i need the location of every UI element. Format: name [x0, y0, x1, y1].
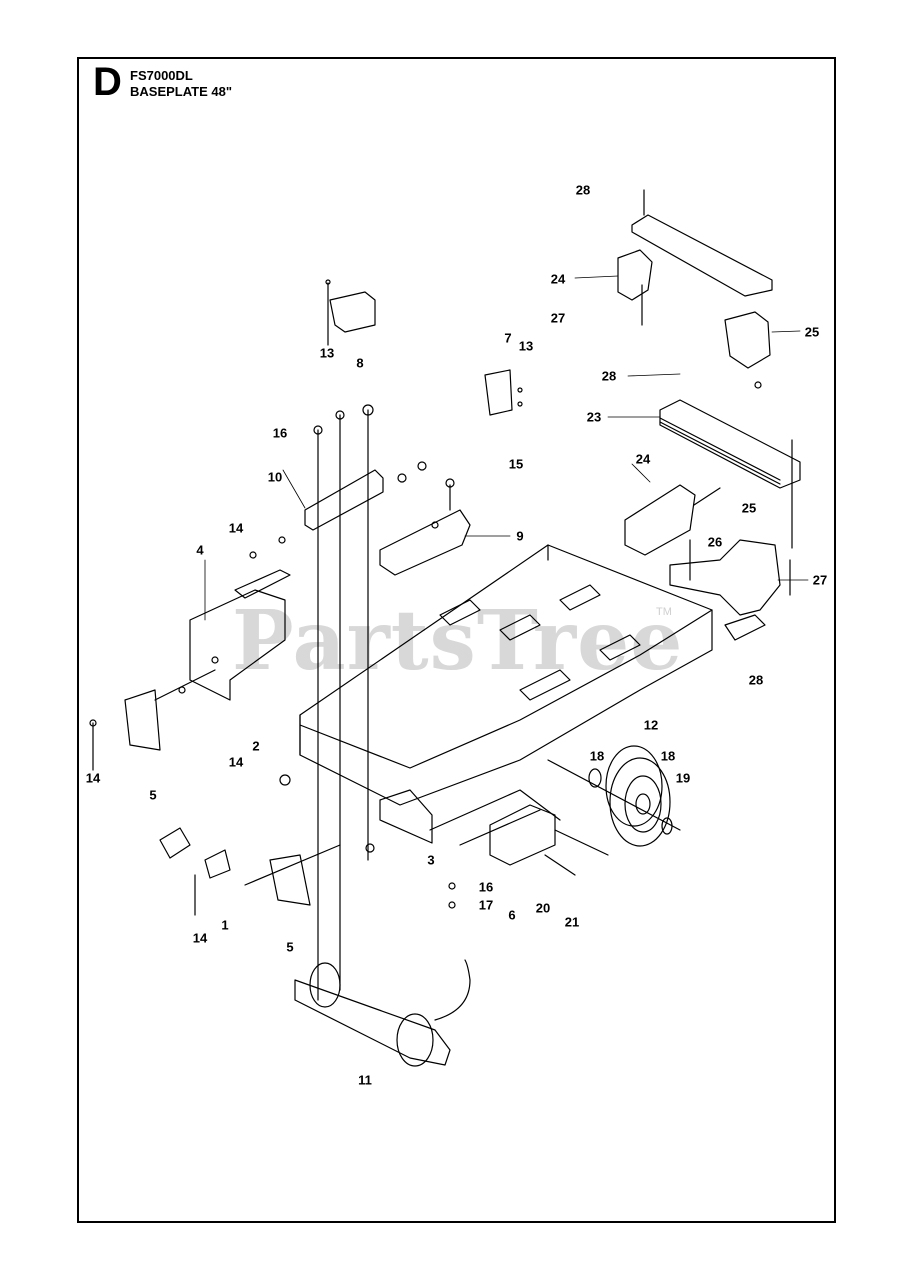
callout-13-right: 13	[518, 338, 534, 354]
callout-28-mid: 28	[601, 368, 617, 384]
callout-21: 21	[564, 914, 580, 930]
watermark: PartsTree	[232, 593, 684, 689]
callout-12: 12	[643, 717, 659, 733]
top-board-28	[631, 189, 773, 297]
callout-3: 3	[427, 852, 435, 868]
callout-14-left: 14	[85, 770, 101, 786]
callout-8: 8	[356, 355, 364, 371]
bracket-7	[484, 369, 523, 416]
left-small-parts	[159, 774, 341, 916]
caster-wheel	[547, 745, 681, 847]
callout-18-left: 18	[589, 748, 605, 764]
baseplate-body	[299, 544, 713, 846]
diagram-frame	[77, 57, 836, 1223]
right-bracket-assembly	[669, 539, 791, 641]
callout-27-upper: 27	[550, 310, 566, 326]
watermark-trademark: TM	[656, 606, 672, 618]
callout-7: 7	[504, 330, 512, 346]
callout-1: 1	[221, 917, 229, 933]
left-bracket-assembly	[124, 569, 291, 751]
callout-11: 11	[358, 1072, 372, 1088]
wheel-mount	[489, 804, 609, 876]
callout-24-lower: 24	[635, 451, 651, 467]
callout-9: 9	[516, 528, 524, 544]
diagram-title: FS7000DL BASEPLATE 48"	[130, 68, 232, 100]
bar-10	[304, 469, 384, 531]
callout-24-upper: 24	[550, 271, 566, 287]
callout-5-left: 5	[149, 787, 157, 803]
callout-15: 15	[508, 456, 524, 472]
callout-28-lower: 28	[748, 672, 764, 688]
callout-14-mid: 14	[228, 754, 244, 770]
callout-19: 19	[675, 770, 691, 786]
bracket-24-upper	[617, 249, 653, 326]
callout-10: 10	[267, 469, 283, 485]
bracket-24-lower	[624, 484, 721, 556]
assembly-name: BASEPLATE 48"	[130, 84, 233, 99]
callout-25-lower: 25	[741, 500, 757, 516]
section-letter: D	[93, 60, 122, 104]
axle-11	[294, 959, 471, 1067]
callout-16-top: 16	[272, 425, 288, 441]
callout-23: 23	[586, 409, 602, 425]
callout-14-top: 14	[228, 520, 244, 536]
callout-17: 17	[478, 897, 494, 913]
callout-6: 6	[508, 907, 516, 923]
callout-27-lower: 27	[812, 572, 828, 588]
bracket-8	[325, 279, 376, 346]
bracket-25-upper	[724, 311, 771, 369]
callout-13-left: 13	[319, 345, 335, 361]
vertical-bolts	[313, 404, 455, 1001]
model-number: FS7000DL	[130, 68, 193, 83]
plate-9	[379, 509, 471, 576]
board-23	[659, 399, 801, 549]
callout-25-upper: 25	[804, 324, 820, 340]
callout-28-top: 28	[575, 182, 591, 198]
callout-20: 20	[535, 900, 551, 916]
callout-16-bottom: 16	[478, 879, 494, 895]
callout-2: 2	[252, 738, 260, 754]
callout-26: 26	[707, 534, 723, 550]
callout-5-bottom: 5	[286, 939, 294, 955]
callout-4: 4	[196, 542, 204, 558]
leader-lines	[204, 275, 809, 621]
callout-18-right: 18	[660, 748, 676, 764]
callout-14-bottom: 14	[192, 930, 208, 946]
small-hardware	[89, 381, 762, 909]
